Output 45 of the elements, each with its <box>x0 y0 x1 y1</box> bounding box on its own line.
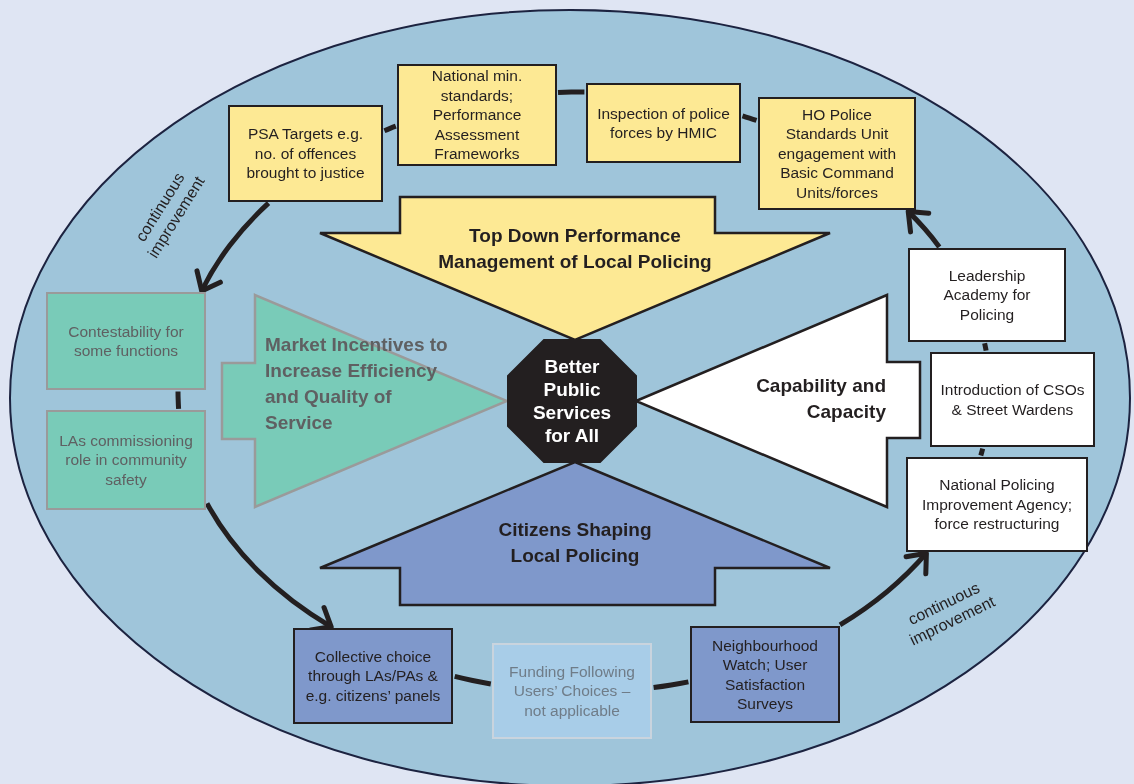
box-label: Funding Following Users’ Choices – not applicable <box>508 661 636 721</box>
box-label: HO Police Standards Unit engagement with Basic Command Units/forces <box>776 104 898 203</box>
octagon-shape <box>508 340 636 462</box>
text-box <box>586 83 741 163</box>
text-box <box>758 97 916 210</box>
box-label: Leadership Academy for Policing <box>942 265 1032 325</box>
curved-line <box>383 123 397 134</box>
text-box <box>690 626 840 723</box>
box-label: Collective choice through LAs/PAs & e.g. citizens’ panels <box>304 646 442 706</box>
box-label: National Policing Improvement Agency; force restructuring <box>921 475 1073 534</box>
box-label: PSA Targets e.g. no. of offences brought to justice <box>245 124 366 183</box>
pointer-panel <box>320 462 830 605</box>
box-label: Contestability for some functions <box>67 321 185 361</box>
curved-line <box>982 342 989 352</box>
curved-arrow <box>905 208 942 249</box>
box-label: Neighbourhood Watch; User Satisfaction Surveys <box>711 635 819 714</box>
center-label: Better Public Services for All <box>531 355 613 447</box>
text-box <box>397 64 557 166</box>
pointer-panel <box>636 295 920 507</box>
arrow-label: Capability and Capacity <box>755 374 886 424</box>
curved-line <box>978 447 986 457</box>
box-label: National min. standards; Performance Assessment Frameworks <box>430 66 524 164</box>
text-box <box>46 292 206 390</box>
box-label: Introduction of CSOs & Street Wardens <box>940 380 1085 419</box>
text-box <box>228 105 383 202</box>
text-box <box>906 457 1088 552</box>
text-box <box>46 410 206 510</box>
curved-line <box>557 89 585 96</box>
box-label: LAs commissioning role in community safety <box>58 430 194 490</box>
curved-line <box>741 113 758 123</box>
text-box <box>492 643 652 739</box>
pointer-panel <box>222 295 507 507</box>
box-label: Inspection of police forces by HMIC <box>596 103 731 143</box>
curved-arrow <box>838 550 929 627</box>
pointer-panel <box>320 197 830 340</box>
curved-line <box>653 679 689 691</box>
text-box <box>930 352 1095 447</box>
arrow-label: Market Incentives to Increase Efficiency and Quality of Service <box>265 333 449 435</box>
curved-arrow <box>195 201 271 294</box>
curved-line <box>175 391 182 410</box>
arrow-label: Citizens Shaping Local Policing <box>497 518 653 568</box>
arrow-label: Top Down Performance Management of Local Policing <box>437 224 713 274</box>
curved-line <box>454 673 492 687</box>
text-box <box>908 248 1066 342</box>
text-box <box>293 628 453 724</box>
